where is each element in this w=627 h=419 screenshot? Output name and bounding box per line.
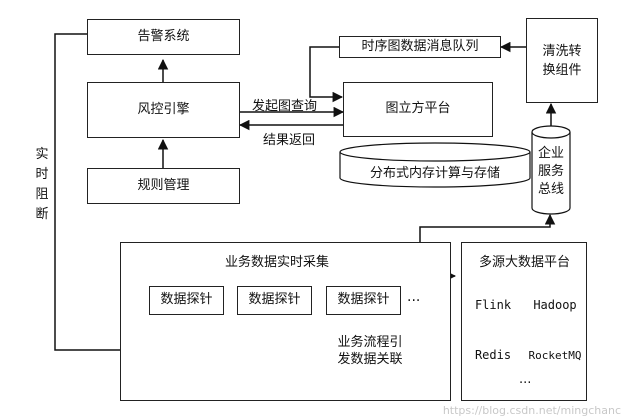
probe-box-2: 数据探针 [237,286,312,315]
redis-label: Redis [474,348,512,362]
edge-queue-to-graph [309,46,344,103]
probe-label: 数据探针 [160,292,213,308]
watermark: https://blog.csdn.net/mingchanc [442,404,621,417]
probe-label: 数据探针 [248,292,301,308]
alarm-system-label: 告警系统 [137,28,190,44]
rocketmq-label: RocketMQ [528,348,582,362]
query-edge-label: 发起图查询 [252,99,318,114]
probe-box-1: 数据探针 [149,286,224,315]
clean-component-box: 清洗转换组件 [526,18,598,103]
timeseries-queue-box: 时序图数据消息队列 [339,36,501,58]
probe-box-3: 数据探针 [326,286,401,315]
rule-management-box: 规则管理 [87,168,240,204]
edge-realtime-block [54,33,162,356]
rule-management-label: 规则管理 [137,177,190,193]
realtime-block-label: 实时阻断 [35,147,49,222]
realtime-collection-label: 业务数据实时采集 [225,255,330,270]
alarm-system-box: 告警系统 [87,19,240,55]
distributed-storage-label: 分布式内存计算与存储 [369,165,500,181]
probe-label: 数据探针 [337,292,390,308]
risk-engine-label: 风控引擎 [137,101,190,117]
realtime-collection-box [120,242,451,401]
enterprise-bus-cylinder [531,125,571,215]
clean-component-label: 清洗转换组件 [542,43,582,78]
distributed-storage-cylinder [339,142,531,188]
hadoop-label: Hadoop [533,298,577,312]
business-flow-label: 业务流程引发数据关联 [337,335,403,367]
risk-engine-box: 风控引擎 [87,82,240,138]
platform-ellipsis: ··· [519,376,532,391]
bigdata-platform-label: 多源大数据平台 [479,255,571,270]
probe-ellipsis: ··· [407,293,421,309]
graph-platform-label: 图立方平台 [385,101,451,117]
timeseries-queue-label: 时序图数据消息队列 [361,38,479,54]
flink-label: Flink [474,298,512,312]
bigdata-platform-box [461,242,587,401]
enterprise-bus-label: 企业服务总线 [537,146,564,197]
edge-collect-to-bus [419,213,556,243]
graph-platform-box: 图立方平台 [343,82,493,137]
result-edge-label: 结果返回 [263,133,316,148]
